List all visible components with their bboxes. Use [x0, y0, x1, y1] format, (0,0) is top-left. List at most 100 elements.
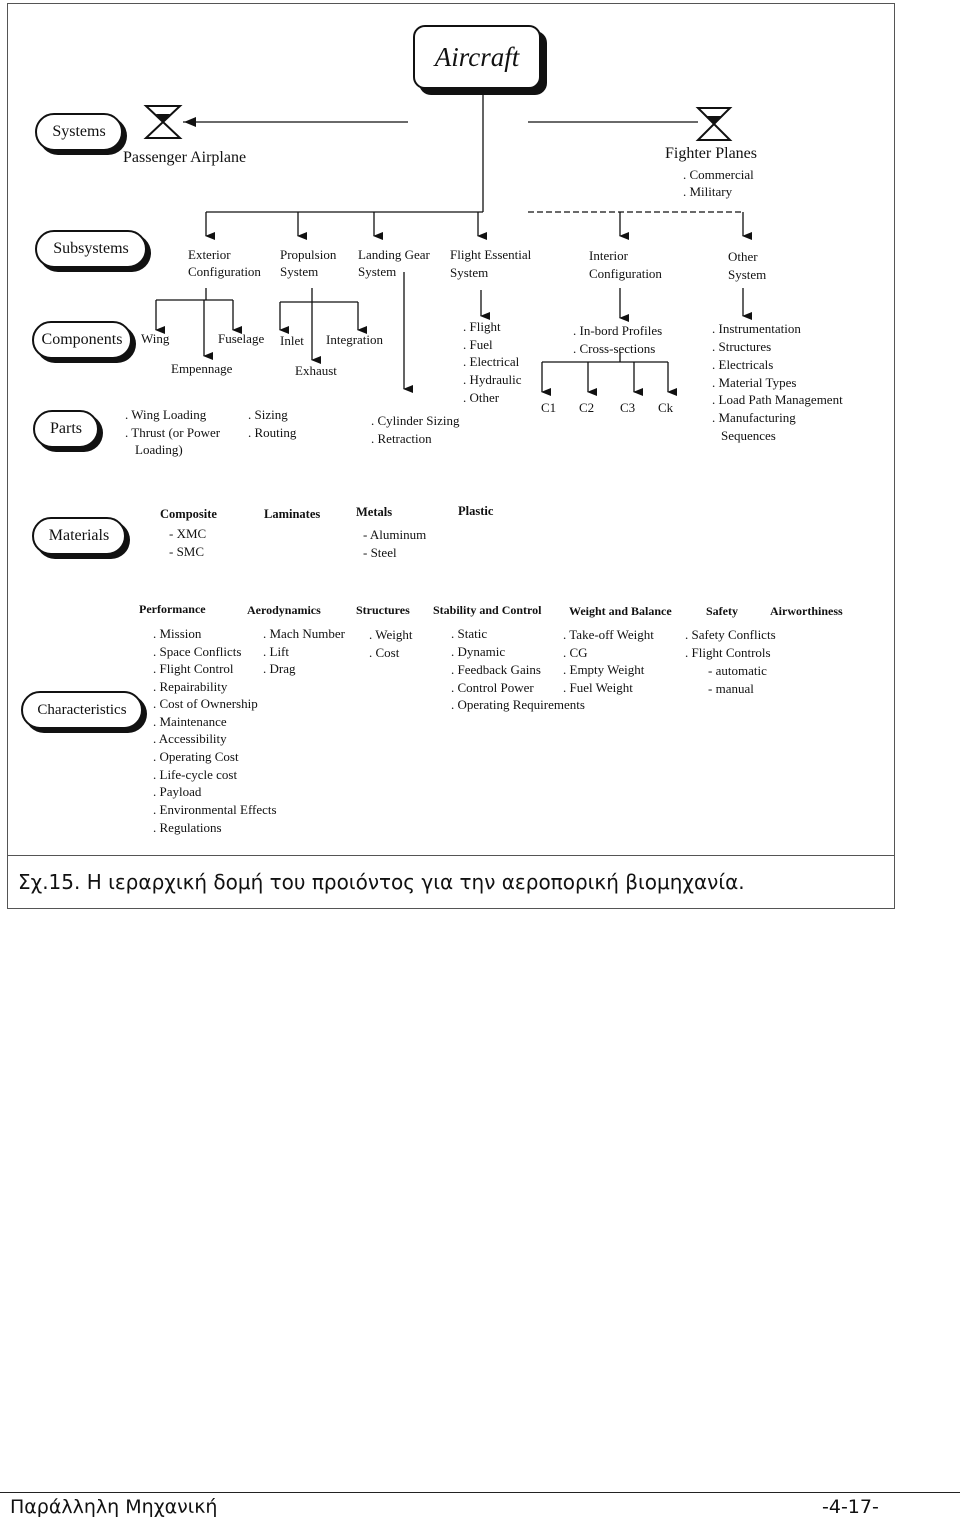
material-metals-item: - Aluminum — [363, 527, 427, 542]
component-integration: Integration — [326, 332, 384, 347]
structures-item: . Weight — [369, 627, 413, 642]
interior-code: C3 — [620, 400, 636, 415]
characteristic-header: Structures — [356, 603, 410, 617]
footer-divider — [0, 1492, 960, 1493]
weight-item: . Take-off Weight — [563, 627, 654, 642]
figure-frame: Aircraft Systems Subsystems Components P… — [7, 3, 895, 909]
aerodynamics-item: . Mach Number — [263, 626, 345, 641]
subsystem-flight-essential-line2: System — [450, 265, 489, 280]
system-passenger-airplane: Passenger Airplane — [123, 149, 247, 166]
characteristic-header: Performance — [139, 602, 206, 616]
level-materials: Materials — [32, 517, 126, 555]
material-composite-item: - XMC — [169, 526, 207, 541]
safety-item: - manual — [708, 681, 754, 696]
performance-item: . Flight Control — [153, 661, 234, 676]
subsystem-landing-gear-line2: System — [358, 264, 397, 279]
component-flight-essential-item: . Hydraulic — [463, 372, 522, 387]
weight-item: . Fuel Weight — [563, 680, 633, 695]
subsystem-propulsion-line2: System — [280, 264, 319, 279]
subsystem-other-line2: System — [728, 267, 767, 282]
part-landing-gear-item: . Cylinder Sizing — [371, 413, 460, 428]
component-other-item: . Structures — [712, 339, 772, 354]
level-systems: Systems — [35, 113, 123, 151]
component-other-item: . Material Types — [712, 375, 797, 390]
component-other-item: Sequences — [721, 428, 776, 443]
performance-item: . Payload — [153, 784, 202, 799]
component-fuselage: Fuselage — [218, 331, 265, 346]
component-inlet: Inlet — [280, 333, 304, 348]
subsystem-landing-gear-line1: Landing Gear — [358, 247, 430, 262]
subsystem-interior-line2: Configuration — [589, 266, 662, 281]
component-empennage: Empennage — [171, 361, 233, 376]
material-metals: Metals — [356, 505, 393, 519]
characteristic-header: Airworthiness — [770, 604, 843, 618]
subsystem-exterior-line1: Exterior — [188, 247, 231, 262]
component-other-item: . Instrumentation — [712, 321, 801, 336]
safety-item: - automatic — [708, 663, 767, 678]
part-exterior-item: Loading) — [135, 442, 183, 457]
stability-item: . Control Power — [451, 680, 534, 695]
interior-code: C2 — [579, 400, 595, 415]
component-flight-essential-item: . Electrical — [463, 354, 520, 369]
diagram-connectors — [143, 94, 752, 396]
characteristic-header: Stability and Control — [433, 603, 542, 617]
component-wing: Wing — [141, 331, 170, 346]
performance-item: . Maintenance — [153, 714, 227, 729]
material-laminates: Laminates — [264, 507, 321, 521]
characteristic-header: Aerodynamics — [247, 603, 321, 617]
weight-item: . CG — [563, 645, 588, 660]
passenger-airplane-icon — [143, 105, 183, 139]
performance-item: . Life-cycle cost — [153, 767, 238, 782]
component-other-item: . Electricals — [712, 357, 774, 372]
level-characteristics: Characteristics — [21, 691, 143, 729]
material-composite: Composite — [160, 507, 217, 521]
characteristic-header: Safety — [706, 604, 738, 618]
aircraft-root-node: Aircraft — [413, 25, 541, 89]
safety-item: . Flight Controls — [685, 645, 771, 660]
component-other-item: . Load Path Management — [712, 392, 843, 407]
weight-item: . Empty Weight — [563, 662, 645, 677]
fighter-item: . Commercial — [683, 167, 754, 182]
system-fighter-planes: Fighter Planes — [665, 145, 757, 162]
performance-item: . Space Conflicts — [153, 644, 242, 659]
page-number: -4-17- — [822, 1496, 879, 1518]
part-exterior-item: . Wing Loading — [125, 407, 207, 422]
component-interior-item: . Cross-sections — [573, 341, 656, 356]
component-interior-item: . In-bord Profiles — [573, 323, 663, 338]
performance-item: . Accessibility — [153, 731, 227, 746]
performance-item: . Operating Cost — [153, 749, 239, 764]
performance-item: . Regulations — [153, 820, 222, 835]
stability-item: . Static — [451, 626, 488, 641]
aerodynamics-item: . Lift — [263, 644, 289, 659]
stability-item: . Feedback Gains — [451, 662, 541, 677]
interior-code: Ck — [658, 400, 674, 415]
component-flight-essential-item: . Other — [463, 390, 500, 405]
figure-caption: Σχ.15. Η ιεραρχική δομή του προιόντος γι… — [18, 870, 745, 894]
subsystem-flight-essential-line1: Flight Essential — [450, 247, 532, 262]
performance-item: . Environmental Effects — [153, 802, 277, 817]
aerodynamics-item: . Drag — [263, 661, 296, 676]
part-propulsion-item: . Sizing — [248, 407, 288, 422]
interior-code: C1 — [541, 400, 557, 415]
level-parts: Parts — [33, 410, 99, 448]
fighter-item: . Military — [683, 184, 733, 199]
component-flight-essential-item: . Fuel — [463, 337, 493, 352]
safety-item: . Safety Conflicts — [685, 627, 776, 642]
material-plastic: Plastic — [458, 504, 494, 518]
structures-item: . Cost — [369, 645, 400, 660]
performance-item: . Cost of Ownership — [153, 696, 258, 711]
subsystem-exterior-line2: Configuration — [188, 264, 261, 279]
level-components: Components — [32, 321, 132, 359]
part-propulsion-item: . Routing — [248, 425, 297, 440]
performance-item: . Mission — [153, 626, 202, 641]
component-flight-essential-item: . Flight — [463, 319, 501, 334]
performance-item: . Repairability — [153, 679, 228, 694]
part-exterior-item: . Thrust (or Power — [125, 425, 221, 440]
characteristic-header: Weight and Balance — [569, 604, 672, 618]
level-subsystems: Subsystems — [35, 230, 147, 268]
part-landing-gear-item: . Retraction — [371, 431, 432, 446]
component-exhaust: Exhaust — [295, 363, 337, 378]
material-metals-item: - Steel — [363, 545, 397, 560]
hierarchy-diagram: Aircraft Systems Subsystems Components P… — [8, 4, 894, 856]
subsystem-interior-line1: Interior — [589, 248, 628, 263]
